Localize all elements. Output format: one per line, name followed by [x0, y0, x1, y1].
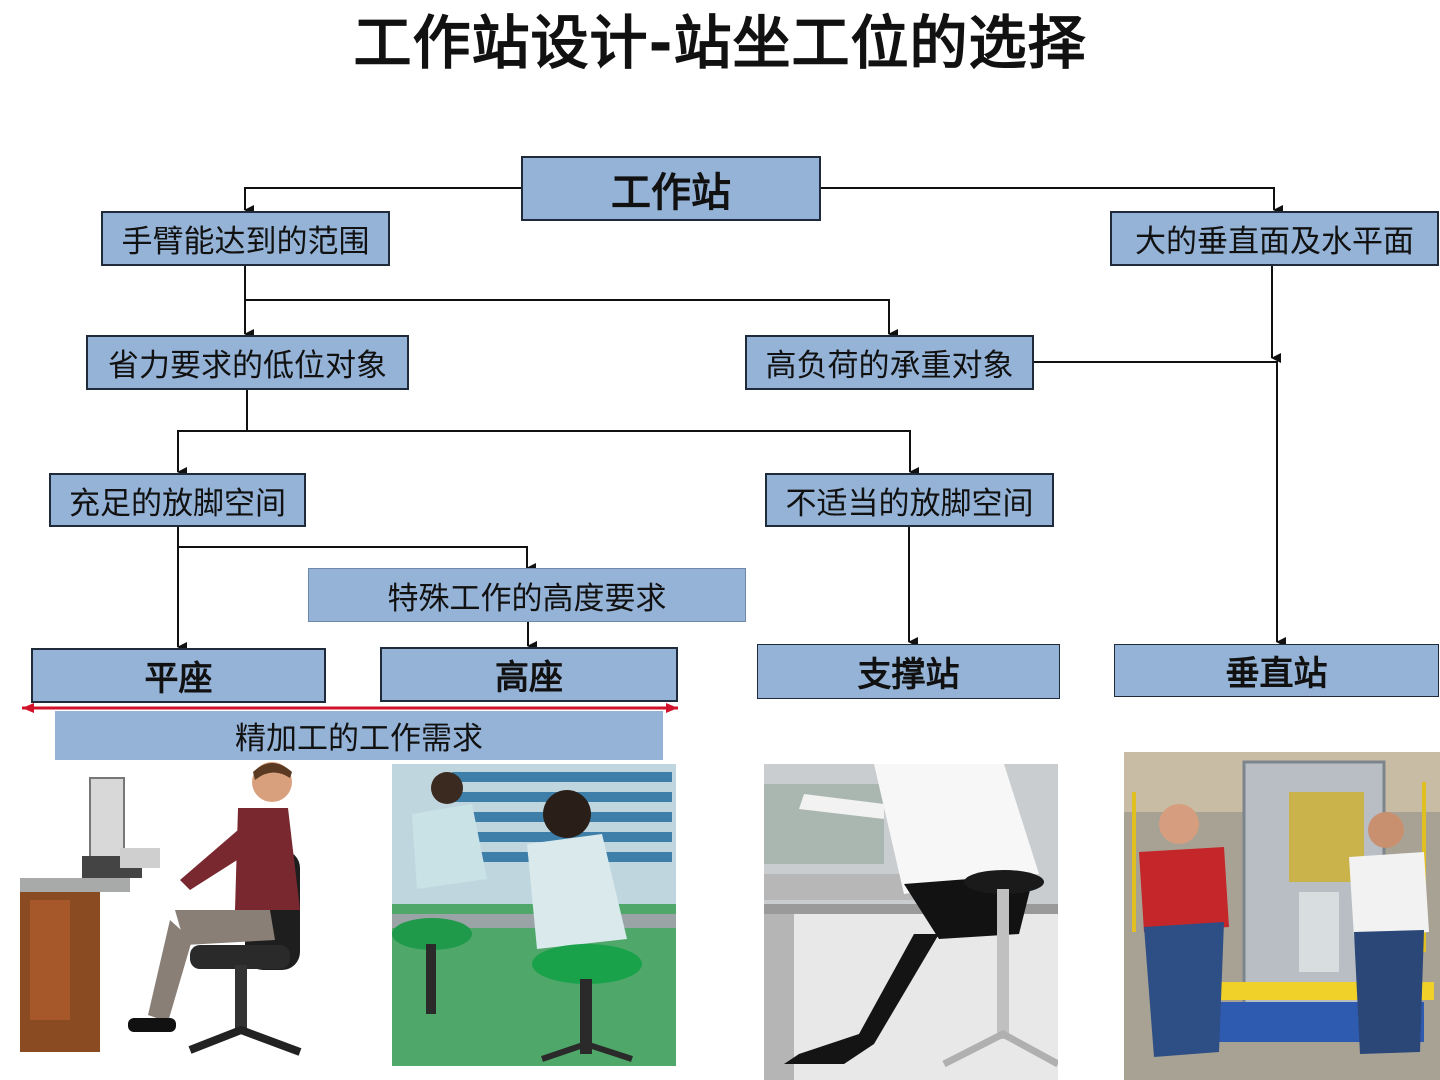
node-vertical-station: 垂直站: [1114, 644, 1439, 697]
high-seat-assembly-workers-photo: [392, 764, 676, 1066]
node-arm-reach-range: 手臂能达到的范围: [101, 211, 390, 266]
connector-heavy-load-to-vertical-station: [1034, 361, 1286, 647]
connector-low-effort-to-inadequate-legroom: [247, 430, 919, 477]
node-heavy-load-objects: 高负荷的承重对象: [745, 335, 1034, 390]
node-special-height-requirement: 特殊工作的高度要求: [308, 568, 746, 622]
node-precision-work-requirement: 精加工的工作需求: [55, 711, 663, 760]
node-high-seat: 高座: [380, 647, 678, 702]
connector-arm-reach-to-heavy-load: [245, 299, 898, 339]
connector-low-effort-to-ample-legroom: [177, 390, 248, 477]
seated-office-worker-photo: [20, 760, 350, 1070]
node-inadequate-legroom: 不适当的放脚空间: [765, 473, 1054, 527]
vertical-station-workers-photo: [1124, 752, 1440, 1080]
connector-root-to-large-plane: [820, 187, 1283, 215]
sit-stand-support-photo: [764, 764, 1058, 1080]
node-ample-legroom: 充足的放脚空间: [49, 473, 306, 527]
node-support-station: 支撑站: [757, 644, 1060, 699]
connector-root-to-arm-reach: [244, 187, 522, 215]
connector-ample-legroom-to-special-height: [178, 546, 536, 573]
node-low-effort-low-objects: 省力要求的低位对象: [86, 335, 409, 390]
page-title: 工作站设计-站坐工位的选择: [353, 9, 1087, 77]
node-workstation: 工作站: [521, 156, 821, 221]
node-large-vertical-horizontal-plane: 大的垂直面及水平面: [1110, 211, 1439, 266]
node-flat-seat: 平座: [31, 648, 326, 703]
